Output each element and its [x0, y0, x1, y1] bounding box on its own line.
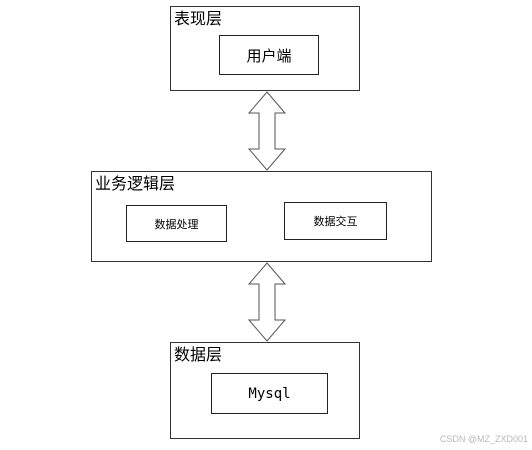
presentation-layer-title: 表现层 [174, 9, 223, 28]
client-box: 用户端 [219, 35, 319, 75]
data-layer: 数据层 Mysql [170, 342, 360, 439]
data-interaction-box: 数据交互 [284, 202, 387, 240]
mysql-box-label: Mysql [248, 385, 291, 402]
double-arrow-bottom [248, 262, 286, 342]
data-layer-title: 数据层 [174, 345, 223, 364]
watermark: CSDN @MZ_ZXD001 [439, 434, 528, 444]
mysql-box: Mysql [211, 373, 328, 414]
data-processing-box: 数据处理 [126, 205, 227, 242]
client-box-label: 用户端 [246, 46, 292, 65]
data-interaction-box-label: 数据交互 [313, 215, 358, 228]
double-arrow-top [248, 91, 286, 171]
business-logic-layer-title: 业务逻辑层 [95, 174, 176, 193]
business-logic-layer: 业务逻辑层 数据处理 数据交互 [91, 171, 432, 262]
presentation-layer: 表现层 用户端 [170, 6, 360, 91]
data-processing-box-label: 数据处理 [154, 217, 199, 231]
